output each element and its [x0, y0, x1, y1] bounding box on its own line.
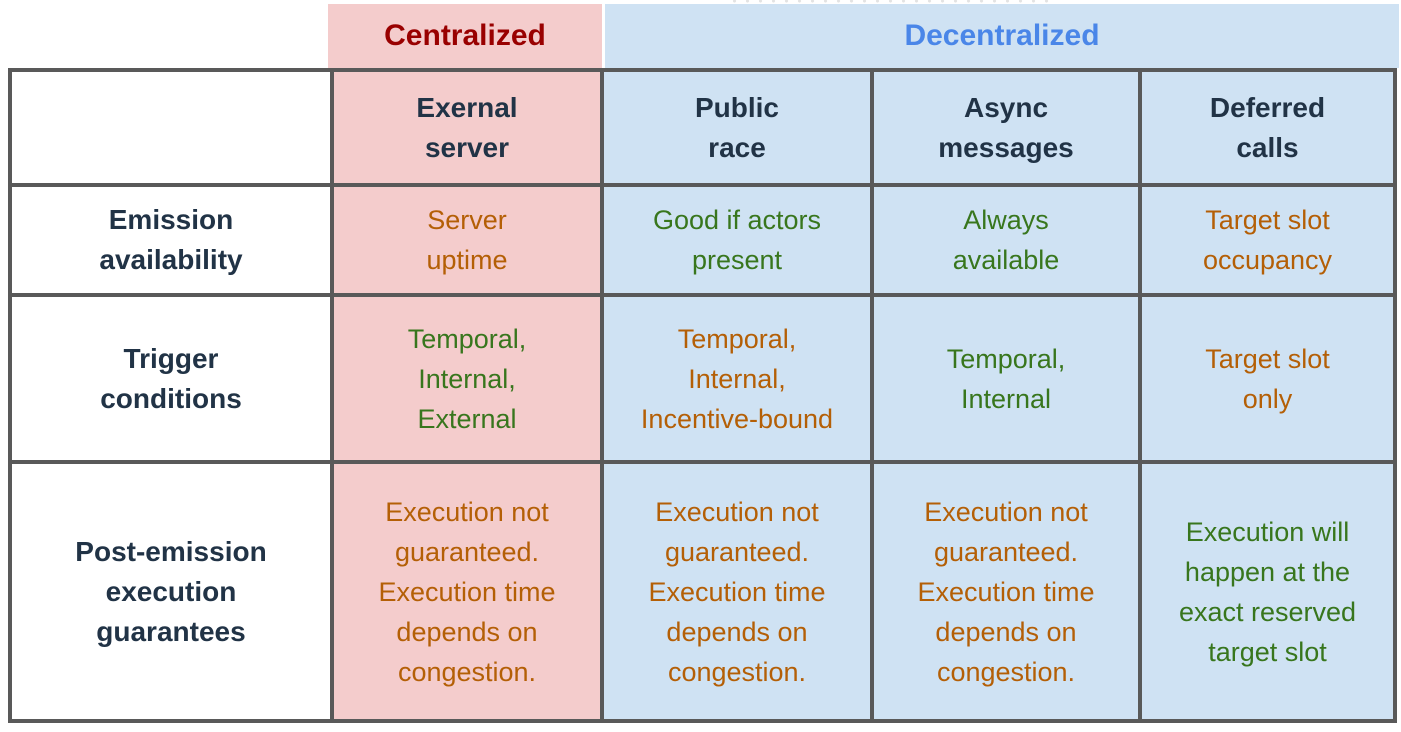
banner-centralized: Centralized: [328, 4, 602, 68]
table-cell: Temporal, Internal: [874, 297, 1138, 460]
row-label-post-emission-execution-guarantees: Post-emission execution guarantees: [12, 464, 330, 719]
table-cell: Server uptime: [334, 187, 600, 293]
corner-cell: [12, 72, 330, 183]
column-header-async-messages: Async messages: [874, 72, 1138, 183]
column-header-deferred-calls: Deferred calls: [1142, 72, 1393, 183]
column-header-external-server: Exernal server: [334, 72, 600, 183]
table-cell: Target slot only: [1142, 297, 1393, 460]
table-cell: Execution not guaranteed. Execution time…: [604, 464, 870, 719]
table-cell: Execution not guaranteed. Execution time…: [874, 464, 1138, 719]
table-cell: Temporal, Internal, Incentive-bound: [604, 297, 870, 460]
row-label-trigger-conditions: Trigger conditions: [12, 297, 330, 460]
table-cell: Always available: [874, 187, 1138, 293]
banner-decentralized: Decentralized: [605, 4, 1399, 68]
banner-centralized-label: Centralized: [384, 19, 546, 52]
table-cell: Temporal, Internal, External: [334, 297, 600, 460]
table-cell: Execution not guaranteed. Execution time…: [334, 464, 600, 719]
cropped-text-artifact: [728, 0, 1052, 5]
table-cell: Execution will happen at the exact reser…: [1142, 464, 1393, 719]
banner-decentralized-label: Decentralized: [904, 19, 1100, 52]
comparison-table: Exernal server Public race Async message…: [8, 68, 1397, 723]
table-cell: Good if actors present: [604, 187, 870, 293]
column-header-public-race: Public race: [604, 72, 870, 183]
row-label-emission-availability: Emission availability: [12, 187, 330, 293]
table-cell: Target slot occupancy: [1142, 187, 1393, 293]
